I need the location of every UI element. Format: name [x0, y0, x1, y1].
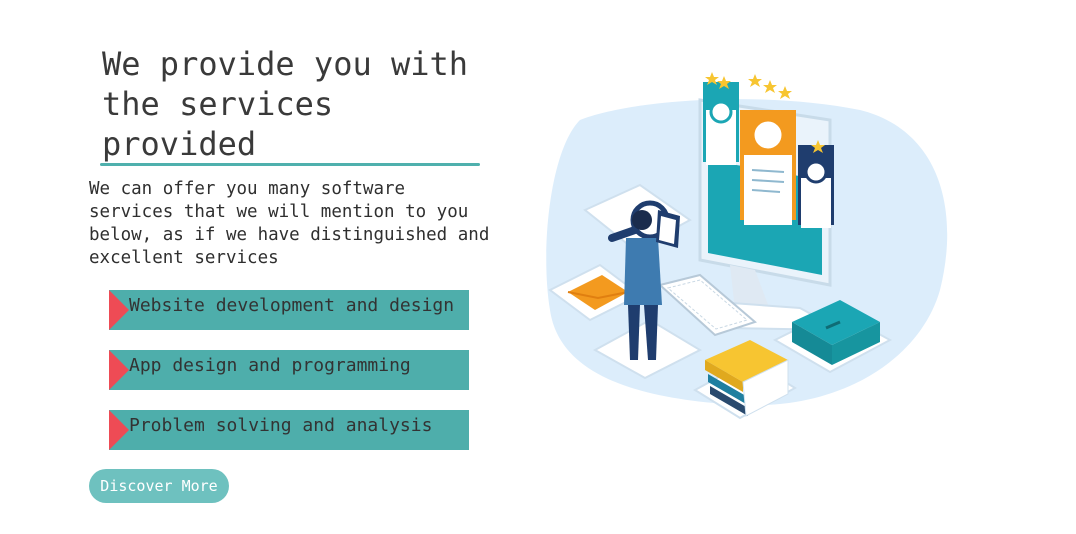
briefcase-icon: [792, 300, 880, 365]
title-underline: [100, 163, 480, 166]
service-label: Website development and design: [129, 295, 455, 316]
intro-text: We can offer you many software services …: [89, 179, 490, 268]
arrow-marker-icon: [109, 290, 129, 330]
envelope-icon: [567, 275, 629, 310]
service-label: App design and programming: [129, 355, 411, 376]
service-item-problem-solving[interactable]: Problem solving and analysis: [109, 410, 469, 450]
service-item-website[interactable]: Website development and design: [109, 290, 469, 330]
person-with-document-icon: [624, 210, 680, 360]
books-icon: [705, 340, 789, 417]
page-title: We provide you with the services provide…: [102, 45, 469, 163]
profile-card-icon: [740, 110, 796, 225]
profile-card-icon: [798, 145, 834, 228]
arrow-marker-icon: [109, 410, 129, 450]
profile-card-icon: [703, 82, 739, 165]
services-illustration: [546, 72, 948, 420]
star-rating-icon: [705, 72, 825, 153]
service-label: Problem solving and analysis: [129, 415, 433, 436]
service-item-app[interactable]: App design and programming: [109, 350, 469, 390]
arrow-marker-icon: [109, 350, 129, 390]
keyboard-icon: [657, 273, 758, 337]
discover-more-button[interactable]: Discover More: [89, 469, 229, 503]
